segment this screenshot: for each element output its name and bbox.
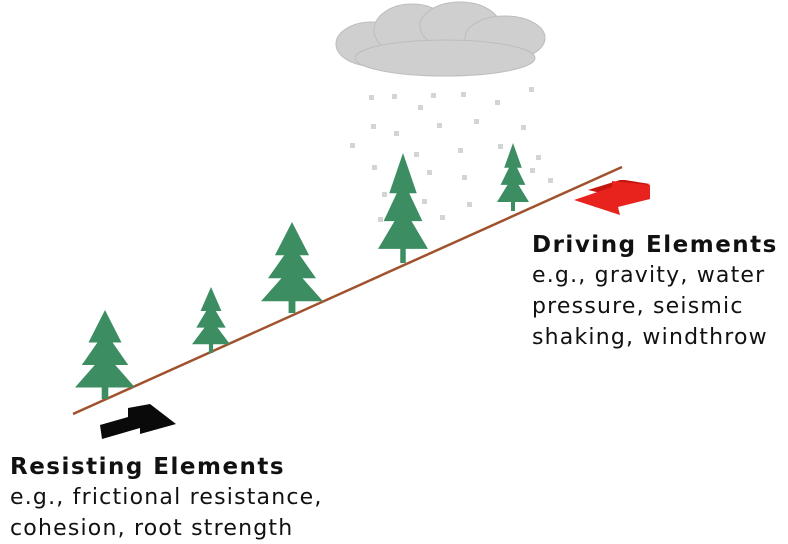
resisting-title: Resisting Elements xyxy=(10,454,286,480)
rain-drop xyxy=(548,178,553,183)
rain-drop xyxy=(369,95,374,100)
rain-drop xyxy=(437,123,442,128)
driving-elements-label: Driving Elements e.g., gravity, water pr… xyxy=(532,230,778,353)
rain-drop xyxy=(467,202,472,207)
rain-drop xyxy=(440,215,445,220)
resisting-elements-label: Resisting Elements e.g., frictional resi… xyxy=(10,452,323,544)
rain-drop xyxy=(529,87,534,92)
tree-icon xyxy=(192,287,230,353)
rain-drops xyxy=(350,87,553,222)
driving-line-2: pressure, seismic xyxy=(532,294,744,319)
resisting-line-1: e.g., frictional resistance, xyxy=(10,485,323,510)
tree-icon xyxy=(261,222,323,313)
trees xyxy=(75,143,529,399)
rain-drop xyxy=(378,217,383,222)
rain-drop xyxy=(461,92,466,97)
rain-drop xyxy=(414,152,419,157)
rain-drop xyxy=(350,143,355,148)
driving-line-1: e.g., gravity, water xyxy=(532,263,766,288)
rain-drop xyxy=(495,100,500,105)
rain-drop xyxy=(498,144,503,149)
rain-drop xyxy=(394,131,399,136)
tree-icon xyxy=(378,153,428,263)
rain-drop xyxy=(462,175,467,180)
rain-drop xyxy=(458,148,463,153)
cloud-icon xyxy=(335,1,546,77)
rain-drop xyxy=(392,94,397,99)
resisting-line-2: cohesion, root strength xyxy=(10,516,294,541)
driving-title: Driving Elements xyxy=(532,232,778,258)
tree-icon xyxy=(497,143,529,211)
rain-drop xyxy=(372,165,377,170)
rain-drop xyxy=(474,119,479,124)
rain-drop xyxy=(371,124,376,129)
resisting-arrow-icon xyxy=(100,404,176,439)
rain-drop xyxy=(431,93,436,98)
rain-drop xyxy=(382,192,387,197)
rain-drop xyxy=(427,170,432,175)
driving-line-3: shaking, windthrow xyxy=(532,325,768,350)
rain-drop xyxy=(521,125,526,130)
tree-icon xyxy=(75,310,135,399)
rain-drop xyxy=(536,155,541,160)
rain-drop xyxy=(422,199,427,204)
slope-line xyxy=(72,165,623,416)
rain-drop xyxy=(418,105,423,110)
driving-arrow-icon xyxy=(574,180,650,215)
rain-drop xyxy=(530,168,535,173)
